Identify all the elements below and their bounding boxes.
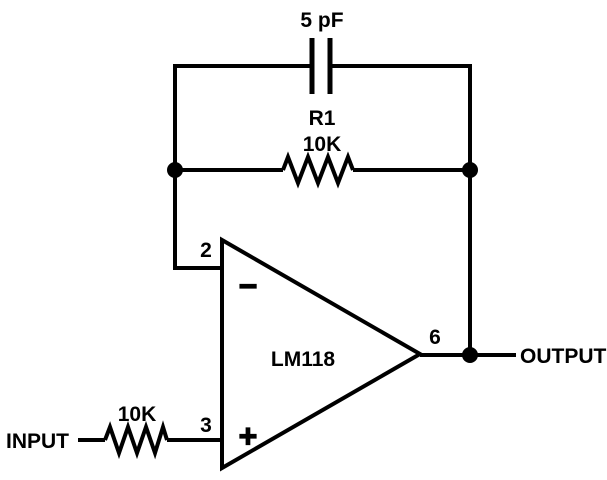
wire-right-branch — [330, 64, 472, 355]
pin-2-label: 2 — [200, 239, 212, 262]
input-resistor-value-label: 10K — [118, 403, 157, 426]
input-port-label: INPUT — [6, 430, 69, 453]
input-resistor — [103, 420, 169, 460]
feedback-resistor-value-label: 10K — [303, 133, 342, 156]
opamp-triangle — [220, 236, 425, 472]
feedback-resistor-ref-label: R1 — [309, 107, 336, 130]
capacitor-value-label: 5 pF — [300, 9, 343, 32]
feedback-resistor — [281, 151, 355, 189]
junction-dot-feedback-left — [167, 162, 183, 178]
opamp-name-label: LM118 — [271, 348, 336, 371]
pin-3-label: 3 — [200, 414, 212, 437]
pin-6-label: 6 — [429, 326, 441, 349]
output-port-label: OUTPUT — [520, 345, 607, 368]
noninverting-sign: + — [239, 418, 258, 454]
feedback-capacitor — [309, 38, 333, 94]
inverting-sign: − — [239, 268, 258, 304]
junction-dot-output — [462, 347, 478, 363]
junction-dot-feedback-right — [462, 162, 478, 178]
